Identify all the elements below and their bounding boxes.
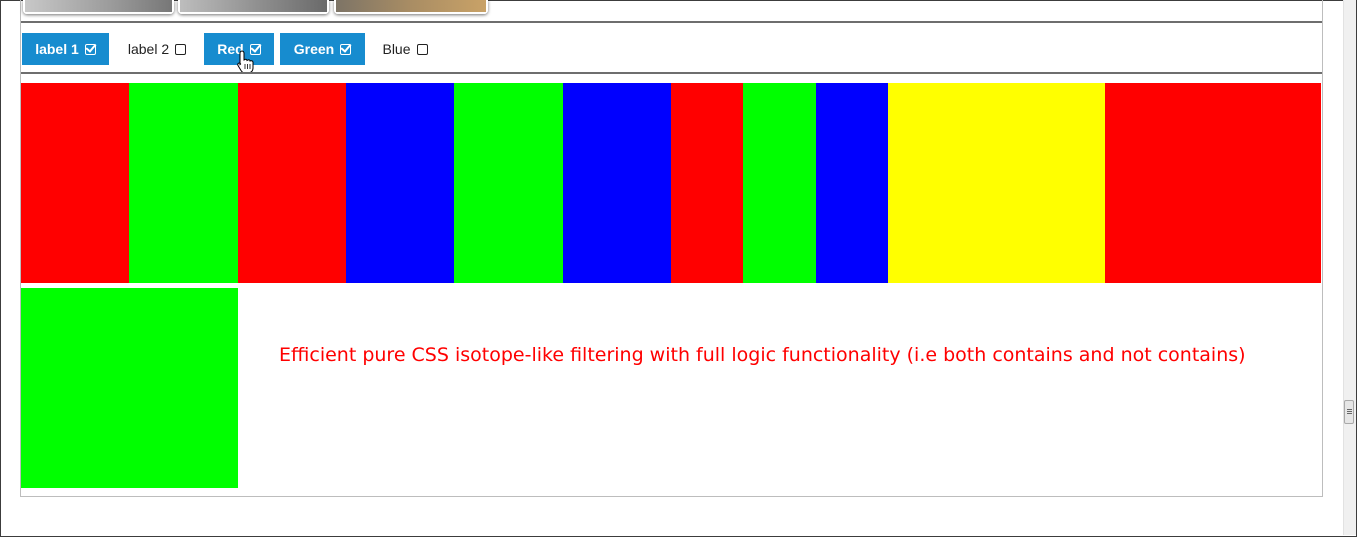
thumbnail-image[interactable] <box>178 0 329 14</box>
checkbox-icon <box>416 43 428 55</box>
color-tile <box>888 83 1105 283</box>
checkbox-icon <box>175 43 187 55</box>
color-tile <box>21 83 129 283</box>
color-tile <box>346 83 454 283</box>
filter-button-label-1[interactable]: label 1 <box>22 33 109 65</box>
color-tile <box>671 83 743 283</box>
color-tile <box>743 83 816 283</box>
filter-button-green[interactable]: Green <box>280 33 365 65</box>
thumbnail-image[interactable] <box>23 0 174 14</box>
checkbox-icon <box>340 43 352 55</box>
checkbox-icon <box>249 43 261 55</box>
color-tile <box>21 288 238 488</box>
filter-button-label-2[interactable]: label 2 <box>120 33 194 65</box>
color-tile <box>454 83 563 283</box>
vertical-scrollbar[interactable] <box>1343 0 1356 535</box>
hand-pointer-icon <box>237 50 254 74</box>
color-tile <box>563 83 671 283</box>
color-tile <box>238 83 346 283</box>
color-tile <box>1105 83 1321 283</box>
color-tile <box>129 83 238 283</box>
filter-label: Green <box>293 41 335 57</box>
filter-label: Red <box>217 41 244 57</box>
description-text: Efficient pure CSS isotope-like filterin… <box>279 344 1246 366</box>
content-container <box>20 0 1323 497</box>
divider <box>21 72 1322 74</box>
checkbox-icon <box>84 43 96 55</box>
filter-label: label 2 <box>127 41 170 57</box>
color-tile <box>816 83 888 283</box>
filter-label: Blue <box>382 41 411 57</box>
thumbnail-image[interactable] <box>334 0 488 14</box>
filter-button-red[interactable]: Red <box>204 33 274 65</box>
divider <box>21 21 1322 23</box>
filter-button-blue[interactable]: Blue <box>374 33 436 65</box>
filter-label: label 1 <box>35 41 79 57</box>
scrollbar-thumb[interactable] <box>1344 400 1354 424</box>
